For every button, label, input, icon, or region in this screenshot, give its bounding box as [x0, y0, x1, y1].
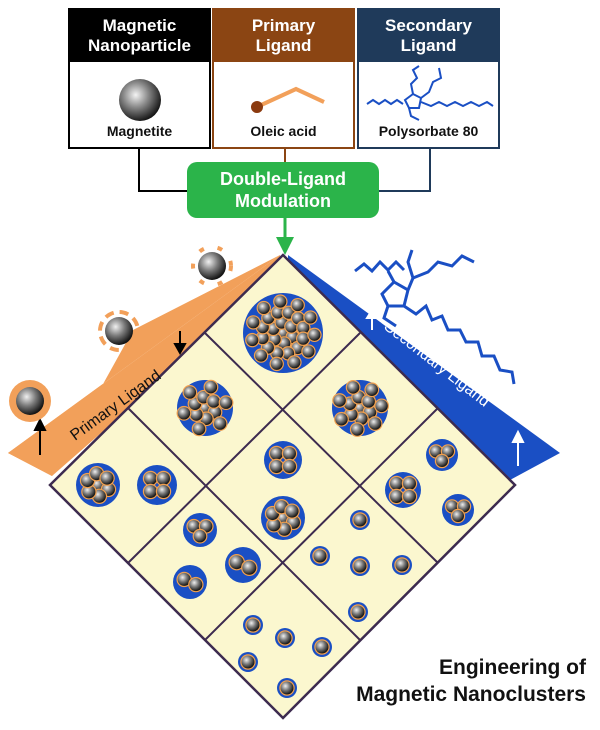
- nanocluster: [264, 441, 302, 479]
- secondary-axis-arrow: [365, 308, 525, 466]
- secondary-ligand-box: Secondary Ligand Polysorbate 80: [357, 8, 500, 149]
- grid-lines: [127, 332, 439, 641]
- primary-ligand-box: Primary Ligand Oleic acid: [212, 8, 355, 149]
- oleic-acid-caption: Oleic acid: [250, 123, 317, 139]
- caption-line1: Engineering of: [439, 656, 586, 679]
- caption-line2: Magnetic Nanoclusters: [356, 683, 586, 706]
- nanocluster-cells: [76, 293, 474, 698]
- oleic-acid-icon: [251, 86, 325, 113]
- modulation-line2: Modulation: [235, 191, 331, 211]
- nanoparticle-title-line1: Magnetic: [102, 16, 177, 35]
- secondary-title-line2: Ligand: [400, 36, 457, 55]
- polysorbate-icon: [366, 65, 494, 121]
- primary-axis-arrow: [33, 331, 187, 455]
- nanoparticle-title-line2: Nanoparticle: [88, 36, 191, 55]
- secondary-title-line1: Secondary: [385, 16, 472, 35]
- polysorbate-caption: Polysorbate 80: [378, 123, 479, 139]
- primary-ligand-header: Primary Ligand: [214, 10, 353, 62]
- coated-particle-icons: [9, 245, 233, 422]
- primary-title-line1: Primary: [251, 16, 316, 35]
- primary-title-line2: Ligand: [255, 36, 312, 55]
- polysorbate-molecule-icon: [354, 249, 516, 385]
- nanocluster: [385, 472, 421, 508]
- magnetite-caption: Magnetite: [106, 123, 173, 139]
- double-ligand-modulation-box: Double-Ligand Modulation: [187, 162, 379, 218]
- secondary-ligand-band: [288, 255, 560, 480]
- magnetic-nanoparticle-box: Magnetic Nanoparticle Magnetite: [68, 8, 211, 149]
- secondary-ligand-header: Secondary Ligand: [359, 10, 498, 62]
- connector-lines: [138, 149, 431, 255]
- figure-caption: Engineering of Magnetic Nanoclusters: [356, 654, 586, 708]
- modulation-line1: Double-Ligand: [220, 169, 346, 189]
- magnetite-particle-icon: [119, 79, 161, 121]
- nanocluster: [137, 465, 177, 505]
- nanoparticle-header: Magnetic Nanoparticle: [70, 10, 209, 62]
